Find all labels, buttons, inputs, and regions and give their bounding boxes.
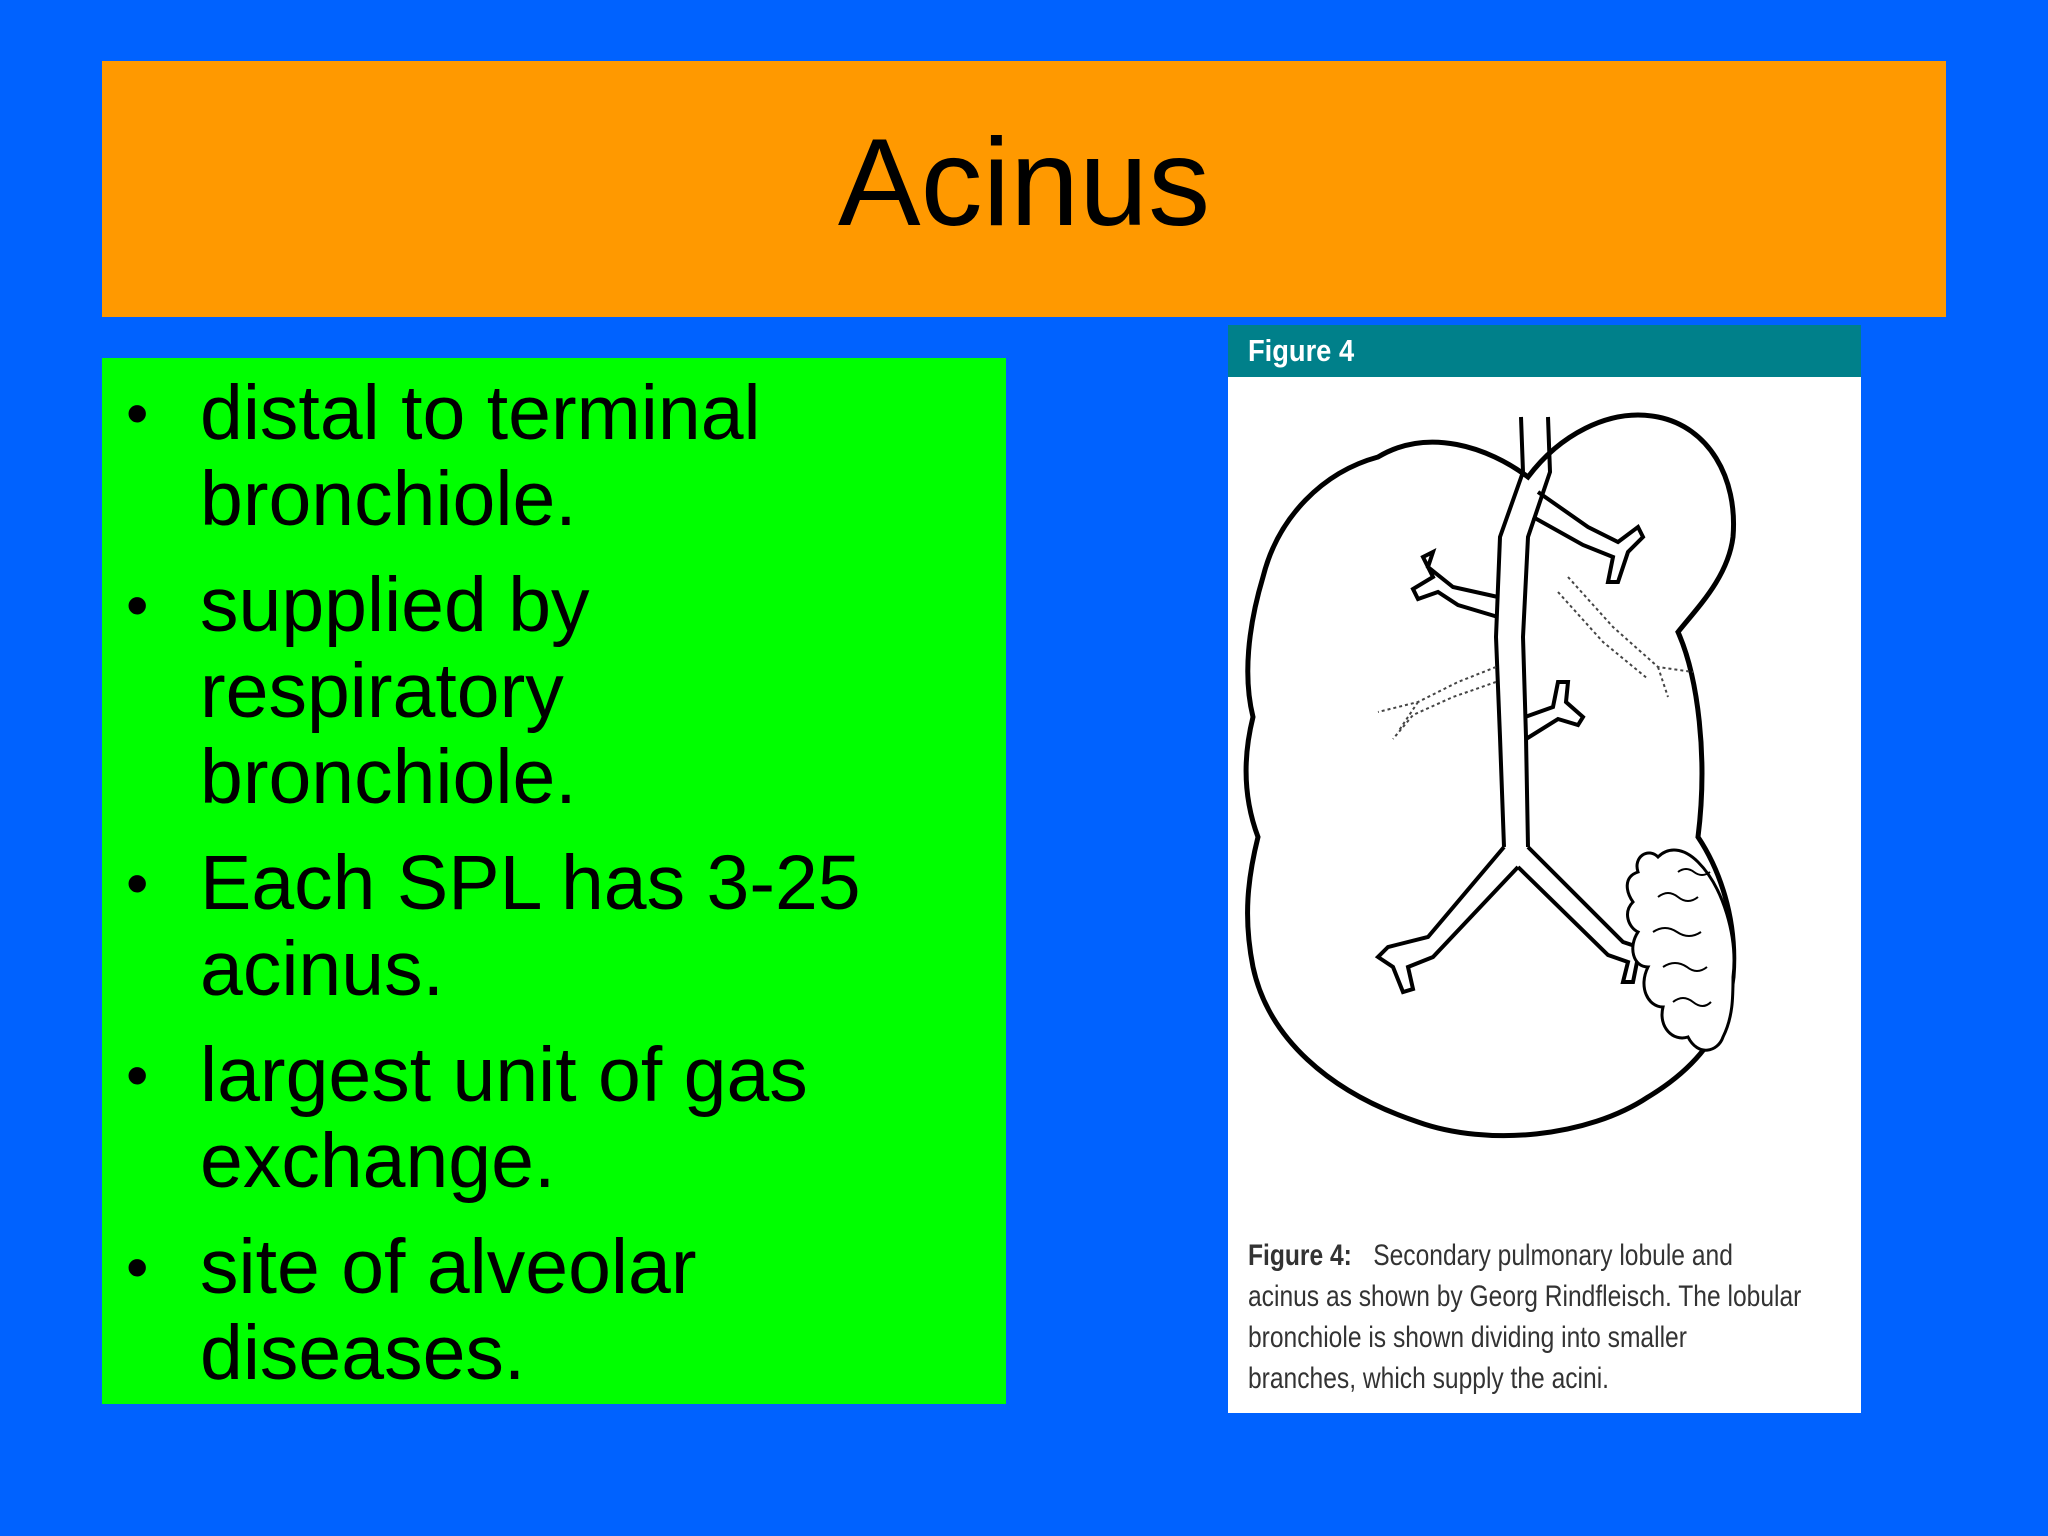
figure-caption-line: branches, which supply the acini. xyxy=(1248,1362,1610,1395)
figure-card: Figure 4 Figur xyxy=(1228,325,1861,1413)
bullet-list-box: • distal to terminal bronchiole. • suppl… xyxy=(102,358,1006,1404)
lobule-illustration xyxy=(1243,412,1737,1139)
bullet-item: • largest unit of gas exchange. xyxy=(102,1032,1006,1204)
figure-caption-label: Figure 4: xyxy=(1248,1239,1352,1272)
title-bar: Acinus xyxy=(102,61,1946,317)
figure-caption-line: bronchiole is shown dividing into smalle… xyxy=(1248,1321,1687,1354)
bullet-dot: • xyxy=(126,847,149,919)
faint-branch xyxy=(1377,666,1497,740)
figure-header: Figure 4 xyxy=(1228,325,1861,377)
bullet-item: • site of alveolar diseases. xyxy=(102,1224,1006,1396)
bullet-line: largest unit of gas xyxy=(200,1032,808,1118)
bullet-line: respiratory xyxy=(200,648,564,734)
branch xyxy=(1532,490,1646,584)
bullet-dot: • xyxy=(126,377,149,449)
bullet-list: • distal to terminal bronchiole. • suppl… xyxy=(102,370,1006,1396)
branch xyxy=(1374,845,1520,995)
bullet-item: • distal to terminal bronchiole. xyxy=(102,370,1006,542)
figure-caption-line: Secondary pulmonary lobule and xyxy=(1373,1239,1733,1272)
bullet-item: • supplied by respiratory bronchiole. xyxy=(102,562,1006,820)
bullet-line: supplied by xyxy=(200,562,590,648)
bullet-item: • Each SPL has 3-25 acinus. xyxy=(102,840,1006,1012)
bullet-line: distal to terminal xyxy=(200,370,761,456)
branch xyxy=(1524,680,1586,741)
slide-title: Acinus xyxy=(837,114,1211,252)
branch xyxy=(1410,548,1499,619)
lobule-outline xyxy=(1243,412,1737,1139)
bullet-line: bronchiole. xyxy=(200,456,577,542)
bronchiole-trunk xyxy=(1520,416,1553,848)
bullet-line: site of alveolar xyxy=(200,1224,697,1310)
figure-caption: Figure 4:Secondary pulmonary lobule and … xyxy=(1248,1235,1801,1399)
bullet-dot: • xyxy=(126,1039,149,1111)
bullet-dot: • xyxy=(126,569,149,641)
figure-header-label: Figure 4 xyxy=(1248,333,1355,368)
acinus-cluster xyxy=(1625,848,1736,1052)
bullet-line: exchange. xyxy=(200,1118,556,1204)
faint-branch xyxy=(1557,576,1694,698)
bronchiole-trunk xyxy=(1493,416,1526,848)
bullet-dot: • xyxy=(126,1231,149,1303)
bullet-line: Each SPL has 3-25 xyxy=(200,840,861,926)
bullet-line: diseases. xyxy=(200,1310,526,1396)
figure-caption-line: acinus as shown by Georg Rindfleisch. Th… xyxy=(1248,1280,1802,1313)
bullet-line: acinus. xyxy=(200,926,444,1012)
bullet-line: bronchiole. xyxy=(200,734,577,820)
